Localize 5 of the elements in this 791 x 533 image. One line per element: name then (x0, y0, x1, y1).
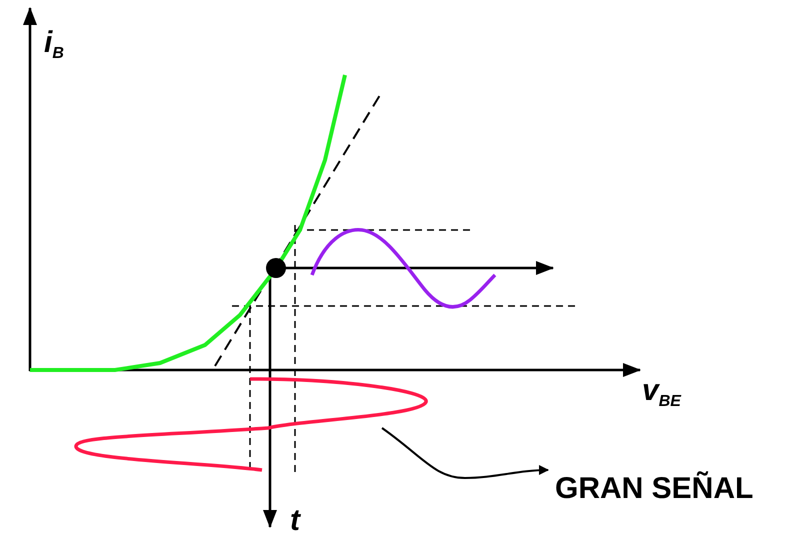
input-waveform (74, 377, 428, 472)
axis-label: i$_{B}$ (44, 28, 64, 62)
axis-label: v$_{BE}$ (642, 376, 681, 410)
axis-label: t (290, 506, 300, 533)
leader-arrow (381, 427, 549, 479)
